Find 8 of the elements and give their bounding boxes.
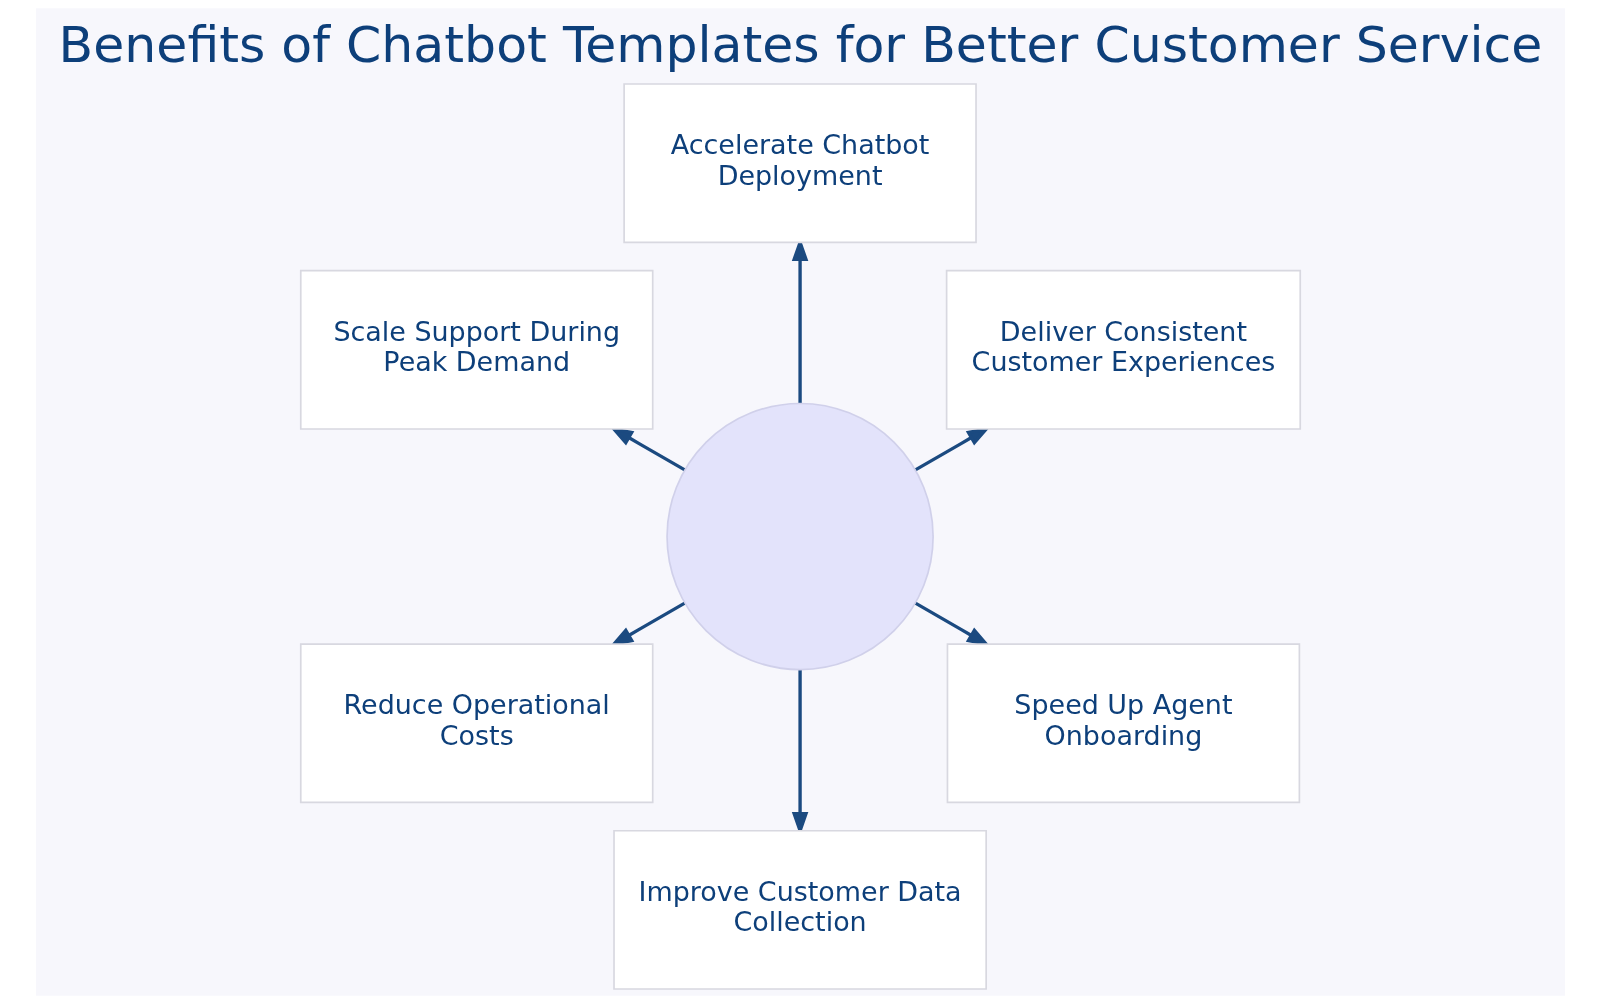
diagram-title: Benefits of Chatbot Templates for Better Customer Service (58, 15, 1542, 75)
node-circle (665, 402, 934, 671)
node-box: Improve Customer Data Collection (612, 829, 987, 990)
node-box: Speed Up Agent Onboarding (946, 643, 1300, 804)
node-box: Scale Support During Peak Demand (299, 269, 654, 430)
node-box: Deliver Consistent Customer Experiences (945, 269, 1301, 430)
node-box: Accelerate Chatbot Deployment (622, 83, 977, 244)
node-box: Reduce Operational Costs (299, 643, 654, 804)
